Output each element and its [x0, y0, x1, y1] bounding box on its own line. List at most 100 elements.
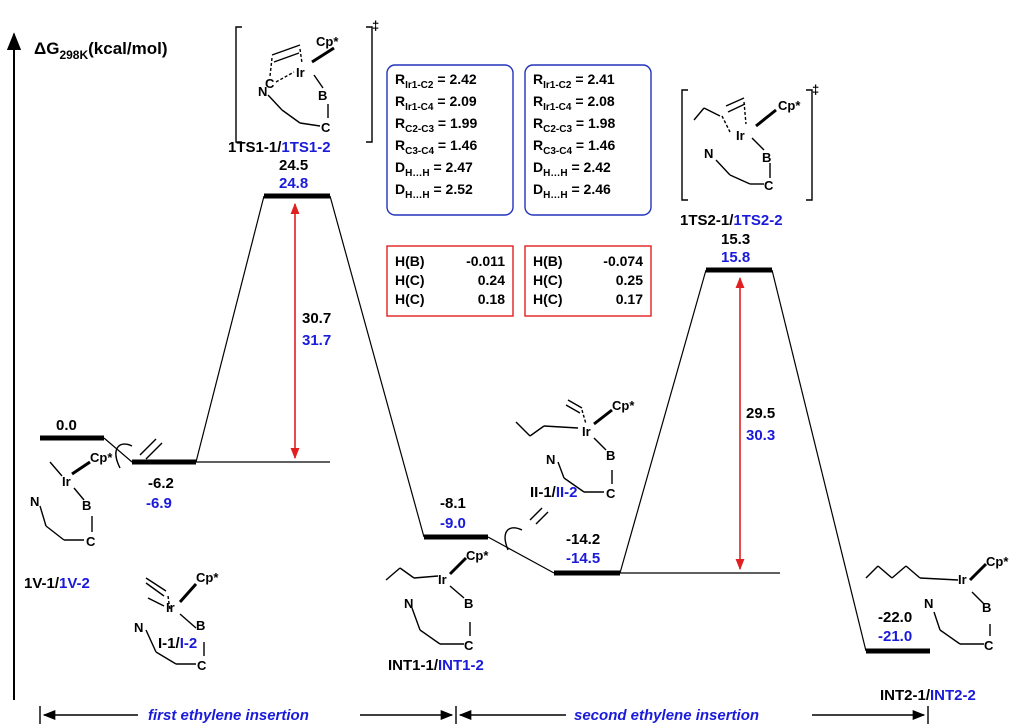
charge-value: -0.074	[603, 253, 643, 269]
barrier-1-black: 30.7	[302, 310, 331, 327]
structure-names: 1V-1/1V-2 I-1/I-2 1TS1-1/1TS1-2 INT1-1/I…	[24, 139, 976, 704]
svg-text:1TS1-1/1TS1-2: 1TS1-1/1TS1-2	[228, 139, 331, 156]
svg-text:-8.1: -8.1	[440, 495, 466, 512]
svg-text:24.5: 24.5	[279, 157, 308, 174]
charge-label: H(C)	[533, 272, 563, 288]
charge-label: H(C)	[533, 291, 563, 307]
charge-label: H(C)	[395, 272, 425, 288]
charge-value: 0.17	[616, 291, 643, 307]
svg-text:B: B	[196, 618, 205, 633]
svg-text:Ir: Ir	[166, 600, 175, 615]
svg-text:1TS2-1/1TS2-2: 1TS2-1/1TS2-2	[680, 212, 783, 229]
structure-INT1	[385, 507, 549, 645]
charge-label: H(C)	[395, 291, 425, 307]
svg-text:15.3: 15.3	[721, 231, 750, 248]
svg-text:Cp*: Cp*	[986, 554, 1009, 569]
structure-I	[145, 577, 205, 665]
structure-INT2	[865, 562, 991, 645]
svg-text:N: N	[134, 620, 143, 635]
svg-text:B: B	[762, 150, 771, 165]
svg-text:C: C	[984, 638, 994, 653]
svg-text:-6.9: -6.9	[146, 495, 172, 512]
svg-text:Ir: Ir	[438, 572, 447, 587]
barrier-2-black: 29.5	[746, 405, 775, 422]
svg-text:Cp*: Cp*	[316, 34, 339, 49]
svg-text:C: C	[321, 120, 331, 135]
svg-text:-6.2: -6.2	[148, 475, 174, 492]
geometry-row: RIr1-C4 = 2.08	[533, 93, 615, 113]
svg-text:-21.0: -21.0	[878, 628, 912, 645]
svg-text:N: N	[30, 494, 39, 509]
svg-text:Cp*: Cp*	[90, 450, 113, 465]
structure-1TS2	[681, 89, 813, 201]
svg-text:0.0: 0.0	[56, 417, 77, 434]
geometry-row: RIr1-C2 = 2.41	[533, 71, 615, 91]
structure-1V	[39, 438, 163, 541]
svg-text:24.8: 24.8	[279, 175, 308, 192]
svg-text:C: C	[464, 638, 474, 653]
charge-value: -0.011	[466, 253, 505, 269]
geometry-row: DH…H = 2.47	[395, 159, 473, 179]
svg-text:Ir: Ir	[296, 65, 305, 80]
svg-text:N: N	[546, 452, 555, 467]
barrier-2-blue: 30.3	[746, 427, 775, 444]
svg-text:II-1/II-2: II-1/II-2	[530, 484, 578, 501]
svg-text:Cp*: Cp*	[612, 398, 635, 413]
svg-text:N: N	[704, 146, 713, 161]
geometry-row: DH…H = 2.52	[395, 181, 473, 201]
geometry-table-ts2-frame	[524, 64, 652, 216]
svg-text:-14.2: -14.2	[566, 531, 600, 548]
svg-text:-14.5: -14.5	[566, 550, 600, 567]
svg-text:C: C	[265, 76, 275, 91]
atom-labels: Cp* ‡ C Ir B N C Cp* ‡ Ir B N C Cp* Ir B…	[30, 18, 1009, 673]
svg-text:15.8: 15.8	[721, 249, 750, 266]
svg-text:Cp*: Cp*	[778, 98, 801, 113]
span-second-label: second ethylene insertion	[574, 707, 759, 724]
svg-text:Ir: Ir	[736, 128, 745, 143]
svg-text:Ir: Ir	[62, 474, 71, 489]
svg-text:-22.0: -22.0	[878, 609, 912, 626]
svg-text:N: N	[404, 596, 413, 611]
svg-text:‡: ‡	[372, 18, 379, 33]
energy-values: 0.0 -6.2 -6.9 24.5 24.8 -8.1 -9.0 -14.2 …	[56, 157, 912, 645]
geometry-row: RC2-C3 = 1.98	[533, 115, 615, 135]
charge-value: 0.24	[478, 272, 505, 288]
charge-table-ts1-frame	[386, 245, 514, 317]
charge-label: H(B)	[533, 253, 563, 269]
svg-text:N: N	[924, 596, 933, 611]
reaction-spans	[39, 706, 929, 724]
svg-text:Cp*: Cp*	[196, 570, 219, 585]
charge-value: 0.25	[616, 272, 643, 288]
svg-text:Ir: Ir	[582, 424, 591, 439]
svg-text:C: C	[764, 178, 774, 193]
svg-text:I-1/I-2: I-1/I-2	[158, 635, 197, 652]
geometry-row: RC2-C3 = 1.99	[395, 115, 477, 135]
geometry-row: DH…H = 2.42	[533, 159, 611, 179]
geometry-row: RC3-C4 = 1.46	[395, 137, 477, 157]
svg-text:-9.0: -9.0	[440, 515, 466, 532]
geometry-row: RIr1-C2 = 2.42	[395, 71, 477, 91]
svg-text:C: C	[197, 658, 207, 673]
geometry-row: RIr1-C4 = 2.09	[395, 93, 477, 113]
charge-tables: H(B)-0.011H(C)0.24H(C)0.18H(B)-0.074H(C)…	[395, 253, 643, 307]
charge-label: H(B)	[395, 253, 425, 269]
svg-text:B: B	[464, 596, 473, 611]
structure-drawings	[39, 26, 991, 665]
energy-levels	[40, 193, 930, 654]
geometry-table-ts1-frame	[386, 64, 514, 216]
geometry-row: RC3-C4 = 1.46	[533, 137, 615, 157]
svg-text:B: B	[318, 88, 327, 103]
svg-text:B: B	[82, 498, 91, 513]
barrier-1-blue: 31.7	[302, 332, 331, 349]
svg-text:C: C	[86, 534, 96, 549]
geometry-row: DH…H = 2.46	[533, 181, 611, 201]
y-axis-label: ΔG298K(kcal/mol)	[34, 39, 168, 62]
span-first-label: first ethylene insertion	[148, 707, 309, 724]
svg-text:Ir: Ir	[958, 572, 967, 587]
charge-value: 0.18	[478, 291, 505, 307]
charge-table-ts2-frame	[524, 245, 652, 317]
svg-text:INT1-1/INT1-2: INT1-1/INT1-2	[388, 657, 484, 674]
svg-text:N: N	[258, 84, 267, 99]
